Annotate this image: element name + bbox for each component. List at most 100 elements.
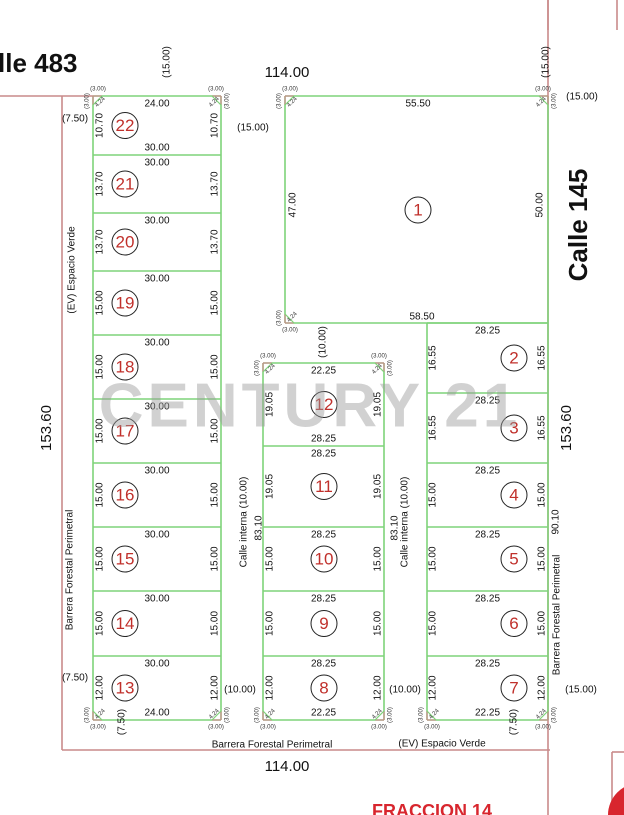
chamfer-diagonal-label: 4.24 [286, 96, 299, 109]
chamfer-diagonal-label: 4.24 [371, 708, 384, 721]
brand-circle [608, 787, 624, 815]
lot-depth-label: 15.00 [428, 482, 439, 507]
lot-width-label: 22.25 [311, 708, 336, 719]
lot-depth-label: 15.00 [373, 611, 384, 636]
lot-number-circle [111, 289, 139, 317]
lot-number: 4 [509, 485, 518, 504]
barrera-forestal-label: Barrera Forestal Perimetral [552, 555, 563, 676]
lot-width-label: 22.25 [311, 366, 336, 377]
lot-width-label: 28.25 [475, 530, 500, 541]
lot-depth-label: 12.00 [537, 675, 548, 700]
lot-number: 3 [509, 418, 518, 437]
lot-width-label: 28.25 [475, 326, 500, 337]
chamfer-leg-label: (3.00) [535, 725, 551, 731]
espacio-verde-label: (EV) Espacio Verde [67, 226, 78, 314]
chamfer-leg-label: (3.00) [90, 87, 106, 93]
lot-width-label: 58.50 [409, 312, 434, 323]
lot-number-circle [500, 545, 528, 573]
chamfer-diagonal [538, 710, 549, 721]
lot-number: 15 [116, 549, 135, 568]
setback-label: (7.50) [62, 114, 88, 125]
calle-interna-label: Calle interna (10.00) [239, 477, 250, 568]
lot-depth-label: 12.00 [428, 675, 439, 700]
chamfer-leg-label: (3.00) [85, 707, 91, 723]
lot-depth-label: 12.00 [373, 675, 384, 700]
lot-width-label: 28.25 [311, 594, 336, 605]
lot-depth-label: 16.55 [537, 345, 548, 370]
barrera-forestal-label: Barrera Forestal Perimetral [212, 740, 333, 751]
lot-depth-label: 15.00 [428, 611, 439, 636]
lot-number-circle [500, 610, 528, 637]
chamfer-leg-label: (3.00) [255, 707, 261, 723]
chamfer-diagonal [426, 710, 437, 721]
lot-width-label: 28.25 [475, 594, 500, 605]
chamfer-leg-label: (3.00) [225, 707, 231, 723]
setback-label: (10.00) [389, 685, 421, 696]
chamfer-leg-label: (3.00) [388, 360, 394, 376]
lot-depth-label: 13.70 [95, 171, 106, 196]
lot-width-label: 30.00 [144, 466, 169, 477]
setback-label: (7.50) [117, 709, 128, 735]
lot-number-circle [111, 610, 139, 637]
chamfer-leg-label: (3.00) [371, 354, 387, 360]
setback-label: (7.50) [509, 709, 520, 735]
lot-width-label: 30.00 [144, 530, 169, 541]
chamfer-leg-label: (3.00) [371, 725, 387, 731]
lot-depth-label: 15.00 [537, 482, 548, 507]
chamfer-leg-label: (3.00) [85, 93, 91, 109]
lot-number: 7 [509, 678, 518, 697]
espacio-verde-label: (EV) Espacio Verde [398, 739, 486, 750]
lot-number-circle [111, 545, 139, 573]
lot-number: 16 [116, 485, 135, 504]
lot-depth-label: 50.00 [535, 192, 546, 217]
lot-depth-label: 15.00 [210, 290, 221, 315]
lot-depth-label: 15.00 [537, 611, 548, 636]
chamfer-diagonal-label: 4.24 [208, 96, 221, 109]
lot-number: 17 [116, 421, 135, 440]
lot-depth-label: 19.05 [265, 392, 276, 417]
chamfer-diagonal-label: 4.24 [94, 96, 107, 109]
lot-width-label: 30.00 [144, 143, 169, 154]
lot-depth-label: 15.00 [95, 546, 106, 571]
lot-width-label: 28.25 [311, 659, 336, 670]
setback-label: (15.00) [541, 46, 552, 78]
lot-number-circle [111, 228, 139, 256]
chamfer-diagonal [284, 313, 295, 324]
lot-number-circle [111, 353, 139, 381]
chamfer-diagonal [211, 95, 222, 106]
lot-depth-label: 15.00 [95, 482, 106, 507]
lot-width-label: 28.25 [311, 434, 336, 445]
chamfer-leg-label: (3.00) [282, 328, 298, 334]
lot-width-label: 28.25 [475, 396, 500, 407]
lot-width-label: 28.25 [311, 449, 336, 460]
lot-depth-label: 12.00 [265, 675, 276, 700]
lot-number: 14 [116, 614, 135, 633]
lot-width-label: 55.50 [405, 99, 430, 110]
lot-depth-label: 15.00 [265, 611, 276, 636]
outer-dim-top: 114.00 [265, 64, 310, 81]
chamfer-leg-label: (3.00) [419, 707, 425, 723]
lot-width-label: 22.25 [475, 708, 500, 719]
setback-label: (15.00) [237, 123, 269, 134]
lot-depth-label: 13.70 [210, 171, 221, 196]
lot-number-circle [310, 473, 338, 500]
outer-dim-left: 153.60 [38, 405, 55, 451]
lot-number: 22 [116, 116, 135, 135]
lot-width-label: 30.00 [144, 158, 169, 169]
chamfer-leg-label: (3.00) [552, 93, 558, 109]
lot-width-label: 30.00 [144, 659, 169, 670]
lot-depth-label: 15.00 [95, 354, 106, 379]
lot-number: 12 [315, 395, 334, 414]
chamfer-leg-label: (3.00) [535, 87, 551, 93]
lot-number: 2 [509, 348, 518, 367]
lot-width-label: 24.00 [144, 99, 169, 110]
lot-number-circle [500, 414, 528, 442]
chamfer-leg-label: (3.00) [225, 93, 231, 109]
lot-number: 20 [116, 232, 135, 251]
setback-label: (15.00) [162, 46, 173, 78]
lot-number: 5 [509, 549, 518, 568]
lot-number-circle [111, 170, 139, 198]
chamfer-leg-label: (3.00) [260, 725, 276, 731]
chamfer-diagonal [284, 95, 295, 106]
